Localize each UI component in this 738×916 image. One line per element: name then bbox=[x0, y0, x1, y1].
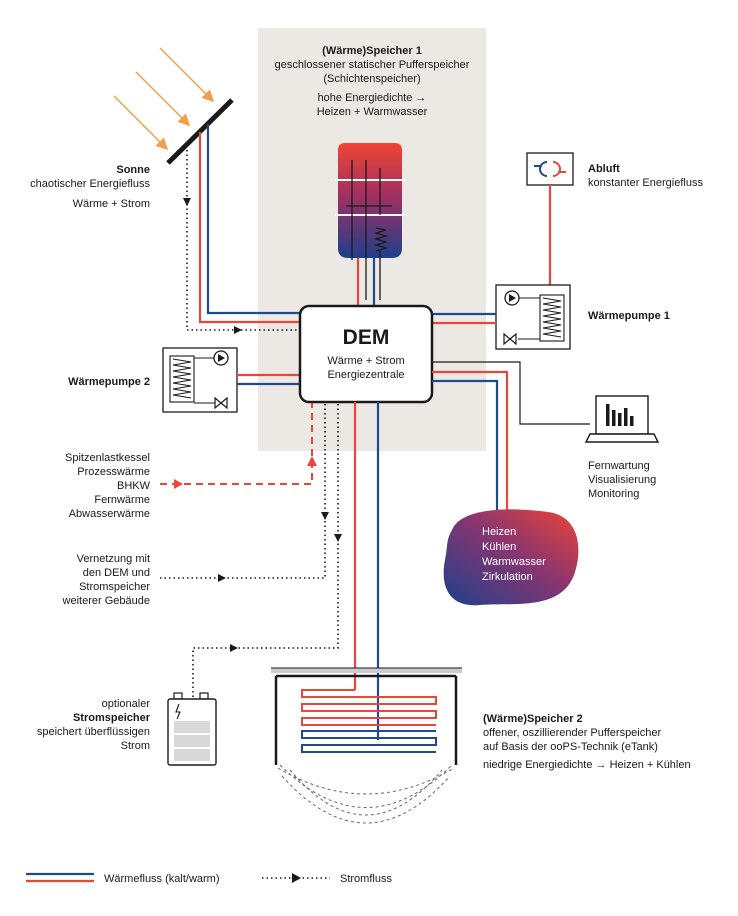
stromspeicher-line2: speichert überflüssigen bbox=[36, 726, 150, 738]
vernetzung-line-2: Stromspeicher bbox=[79, 581, 150, 593]
legend-power-arrow bbox=[292, 873, 301, 883]
spitzenlast-line-3: Fernwärme bbox=[94, 494, 150, 506]
speicher1-line1: geschlossener statischer Pufferspeicher bbox=[274, 59, 470, 71]
spitzenlast-line bbox=[160, 403, 313, 485]
consumer-blob bbox=[443, 509, 579, 606]
speicher1-title: (Wärme)Speicher 1 bbox=[322, 45, 422, 57]
speicher1-line2: (Schichtenspeicher) bbox=[323, 73, 421, 85]
speicher2-title: (Wärme)Speicher 2 bbox=[483, 713, 583, 725]
legend bbox=[26, 872, 330, 883]
fernwartung-line-1: Visualisierung bbox=[588, 474, 657, 486]
stromspeicher-arrow-right bbox=[230, 644, 238, 652]
spitzenlast-line-4: Abwasserwärme bbox=[68, 508, 150, 520]
waermepumpe1-title: Wärmepumpe 1 bbox=[588, 310, 670, 322]
spitzenlast-line-1: Prozesswärme bbox=[77, 466, 150, 478]
speicher2-line2: auf Basis der ooPS-Technik (eTank) bbox=[483, 741, 658, 753]
sonne-title: Sonne bbox=[116, 164, 150, 176]
solar-power-arrow-right bbox=[234, 326, 242, 334]
speicher1-tank-icon bbox=[335, 143, 405, 300]
vernetzung-line-0: Vernetzung mit bbox=[76, 553, 150, 565]
verbraucher-line-3: Zirkulation bbox=[482, 571, 533, 583]
waermepumpe2-title: Wärmepumpe 2 bbox=[68, 376, 150, 388]
dem-line2: Energiezentrale bbox=[327, 369, 405, 381]
spitzenlast-arrow-up bbox=[307, 456, 317, 466]
spitzenlast-line-2: BHKW bbox=[117, 480, 150, 492]
stromspeicher-line bbox=[192, 403, 339, 697]
solar-power-arrow-down bbox=[183, 198, 191, 206]
solar-power-line bbox=[186, 150, 300, 331]
stromspeicher-line3: Strom bbox=[120, 740, 150, 752]
stromspeicher-line1: optionaler bbox=[101, 698, 150, 710]
legend-power-label: Stromfluss bbox=[340, 873, 392, 885]
stromspeicher-arrow-down bbox=[334, 534, 342, 542]
solar-panel bbox=[166, 98, 234, 165]
speicher2-line1: offener, oszillierender Pufferspeicher bbox=[483, 727, 662, 739]
heat-pump-icon bbox=[162, 347, 238, 413]
vernetzung-arrow-down bbox=[321, 512, 329, 520]
sun-arrows-icon bbox=[113, 47, 215, 151]
battery-icon bbox=[167, 692, 217, 766]
vernetzung-line-1: den DEM und bbox=[82, 567, 150, 579]
verbraucher-line-2: Warmwasser bbox=[482, 556, 546, 568]
heat-pump-icon bbox=[495, 284, 571, 350]
dem-box bbox=[298, 304, 434, 404]
fernwartung-line-2: Monitoring bbox=[588, 488, 640, 500]
speicher1-line3: hohe Energiedichte → bbox=[317, 92, 427, 104]
vernetzung-line-3: weiterer Gebäude bbox=[62, 595, 150, 607]
dem-line1: Wärme + Strom bbox=[327, 355, 405, 367]
sonne-line2: Wärme + Strom bbox=[72, 198, 150, 210]
spitzenlast-arrow-right bbox=[174, 479, 183, 489]
heat-exchanger-icon bbox=[526, 152, 574, 186]
speicher2-line3: niedrige Energiedichte → Heizen + Kühlen bbox=[483, 759, 691, 771]
vernetzung-arrow-right bbox=[218, 574, 226, 582]
fernwartung-line-0: Fernwartung bbox=[588, 460, 650, 472]
dem-title: DEM bbox=[342, 326, 390, 349]
spitzenlast-line-0: Spitzenlastkessel bbox=[65, 452, 150, 464]
laptop-chart-icon bbox=[584, 395, 660, 443]
verbraucher-line-1: Kühlen bbox=[482, 541, 517, 553]
monitoring-line bbox=[432, 361, 590, 425]
solar-heat-pipes bbox=[198, 124, 300, 324]
sonne-line1: chaotischer Energiefluss bbox=[30, 178, 150, 190]
speicher2-tank-icon bbox=[271, 667, 462, 824]
vernetzung-line bbox=[160, 403, 326, 579]
legend-heat-label: Wärmefluss (kalt/warm) bbox=[104, 873, 220, 885]
verbraucher-line-0: Heizen bbox=[482, 526, 517, 538]
speicher1-line4: Heizen + Warmwasser bbox=[316, 106, 428, 118]
abluft-title: Abluft bbox=[588, 163, 620, 175]
abluft-line1: konstanter Energiefluss bbox=[588, 177, 703, 189]
stromspeicher-title: Stromspeicher bbox=[72, 712, 150, 724]
